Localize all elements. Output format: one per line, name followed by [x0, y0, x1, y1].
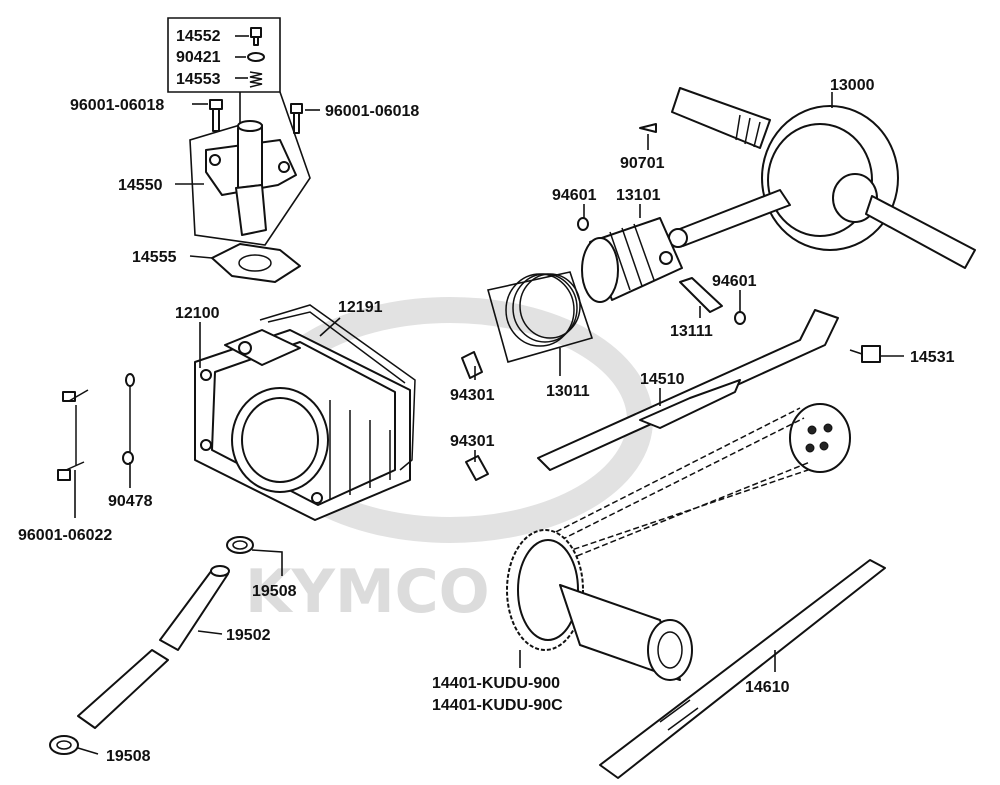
label-14550: 14550	[118, 177, 163, 194]
stud-96001-06022	[57, 389, 89, 481]
label-13000: 13000	[830, 77, 875, 94]
piston-rings-13011	[487, 271, 594, 363]
label-13111: 13111	[670, 323, 713, 340]
clip-94601-left	[577, 217, 589, 231]
camshaft-14401	[506, 529, 693, 681]
label-94601-right: 94601	[712, 273, 757, 290]
camchain-group	[506, 309, 886, 779]
label-14401-kudu-900: 14401-KUDU-900	[432, 675, 560, 692]
bolt-96001-06018-right	[290, 103, 303, 134]
label-90421: 90421	[176, 49, 221, 66]
label-14555: 14555	[132, 249, 177, 266]
bolt-14552	[250, 27, 262, 46]
hose-19502	[77, 565, 230, 729]
label-13101: 13101	[616, 187, 661, 204]
label-94301-top: 94301	[450, 387, 495, 404]
crank-sprocket	[789, 403, 851, 473]
gasket-14555	[211, 243, 301, 283]
bolt-14531	[849, 345, 881, 363]
label-12100: 12100	[175, 305, 220, 322]
tensioner-group	[167, 17, 320, 283]
clip-94601-right	[734, 311, 746, 325]
label-19508-top: 19508	[252, 583, 297, 600]
dowel-94301-bottom	[465, 455, 489, 481]
label-90701: 90701	[620, 155, 665, 172]
bolt-96001-06018-left	[209, 99, 223, 132]
part-labels: 14552 90421 14553 96001-06018 96001-0601…	[18, 28, 955, 765]
label-90478: 90478	[108, 493, 153, 510]
label-96001-06022: 96001-06022	[18, 527, 112, 544]
watermark-text: KYMCO	[245, 557, 490, 627]
crank-group	[461, 87, 976, 481]
key-90701	[639, 123, 657, 133]
label-14510: 14510	[640, 371, 685, 388]
clamp-19508-bottom	[49, 735, 79, 755]
label-96001-06018-left: 96001-06018	[70, 97, 164, 114]
label-94301-bottom: 94301	[450, 433, 495, 450]
cam-chain	[539, 407, 811, 567]
label-19508-bottom: 19508	[106, 748, 151, 765]
spring-14553	[249, 71, 263, 88]
dowel-94301-top	[461, 351, 483, 379]
label-14401-kudu-90c: 14401-KUDU-90C	[432, 697, 563, 714]
clamp-19508-top	[226, 536, 254, 554]
label-14610: 14610	[745, 679, 790, 696]
label-14531: 14531	[910, 349, 955, 366]
dowel-90478	[122, 373, 135, 465]
label-94601-left: 94601	[552, 187, 597, 204]
label-14552: 14552	[176, 28, 221, 45]
label-19502: 19502	[226, 627, 271, 644]
cylinder-group	[49, 304, 416, 755]
gasket-12191	[259, 304, 416, 471]
label-96001-06018-right: 96001-06018	[325, 103, 419, 120]
label-13011: 13011	[546, 383, 590, 400]
cylinder-12100	[194, 329, 411, 521]
crankshaft-13000	[668, 87, 976, 269]
label-14553: 14553	[176, 71, 221, 88]
tensioner-14550	[205, 120, 297, 236]
piston-13101	[581, 217, 683, 303]
piston-pin-13111	[679, 277, 723, 313]
washer-90421	[247, 52, 265, 62]
chain-guide-14510	[537, 309, 839, 471]
chain-guide-14610	[599, 559, 886, 779]
label-12191: 12191	[338, 299, 383, 316]
